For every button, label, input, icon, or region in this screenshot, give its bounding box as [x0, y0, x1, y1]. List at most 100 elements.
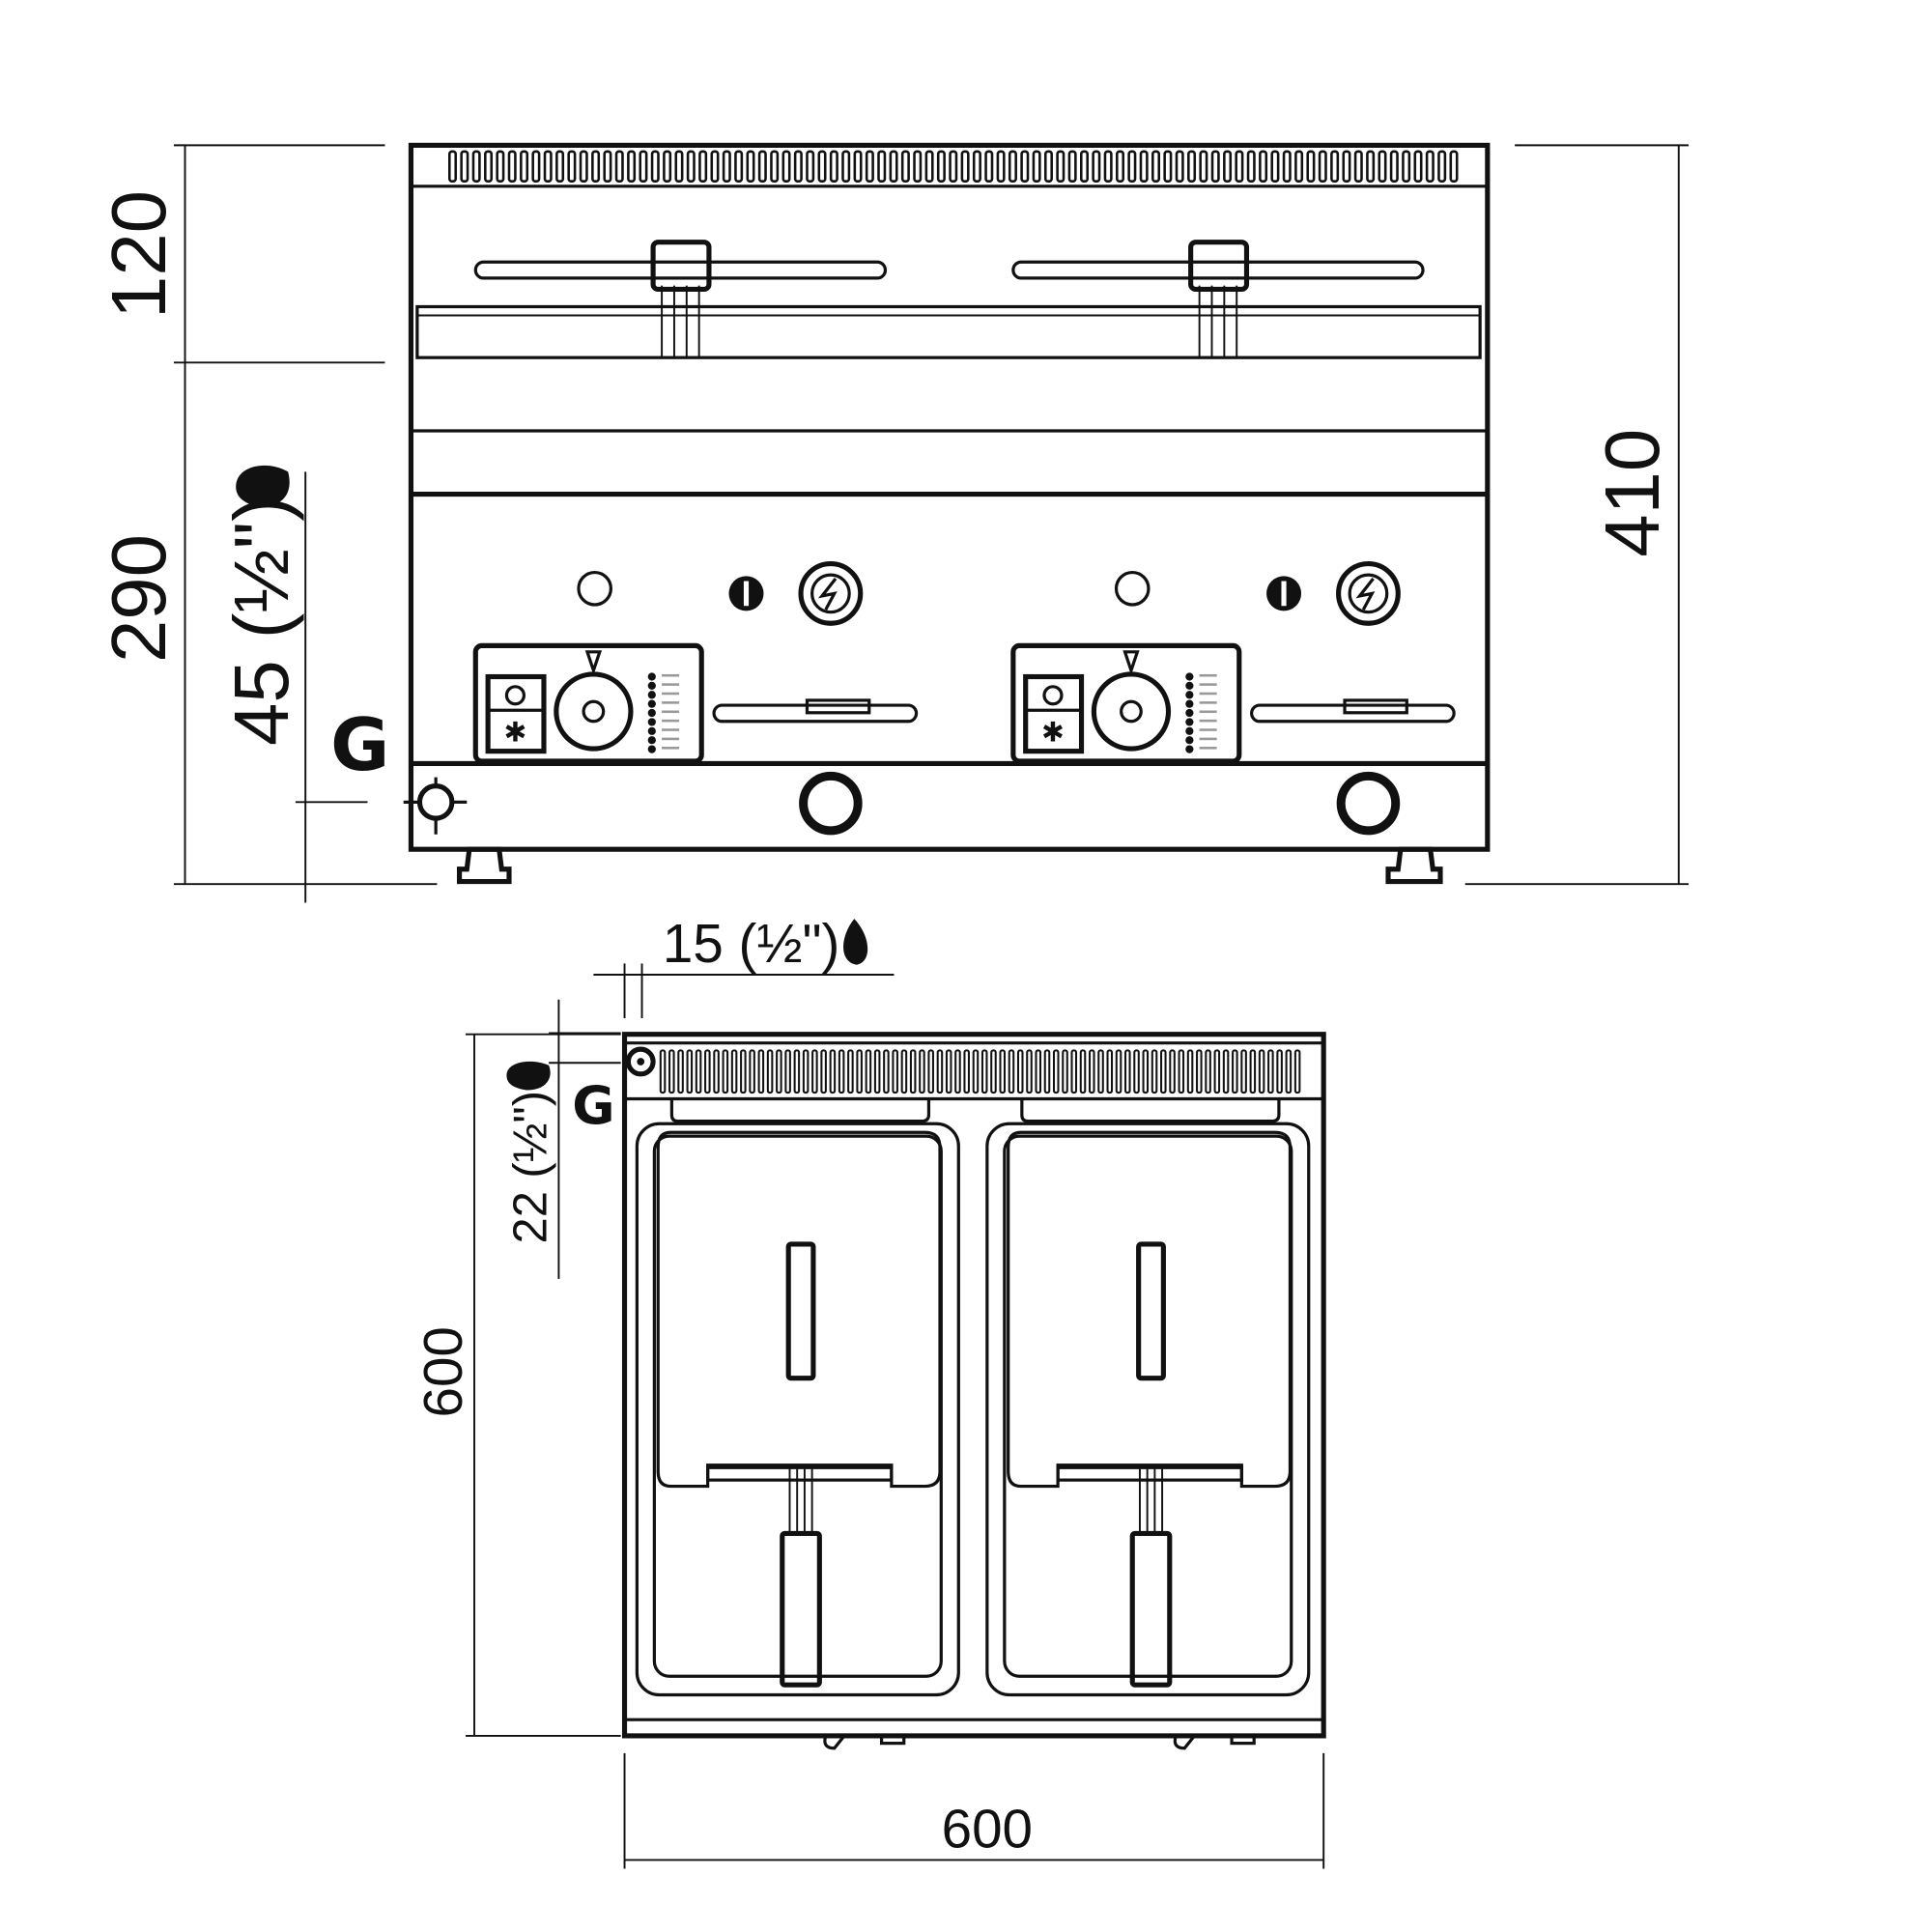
fryer-unit-top-2: [985, 1098, 1311, 1750]
grille-slot: [883, 1049, 890, 1094]
fryer-well: [985, 1122, 1311, 1697]
grille-slot: [722, 150, 731, 183]
fry-basket: [656, 1130, 942, 1489]
grille-slot: [1353, 150, 1363, 183]
drain-lever-grip: [805, 698, 871, 715]
grille-slot: [543, 150, 553, 183]
scale-dot: [1185, 718, 1194, 726]
grille-slot: [1222, 1049, 1230, 1094]
basket-rest-bar: [1011, 260, 1425, 280]
foot-left: [457, 846, 512, 885]
grille-slot: [1133, 1049, 1140, 1094]
grille-slot: [1330, 150, 1340, 183]
grille-slot: [757, 150, 767, 183]
grille-slot: [507, 150, 517, 183]
grille-slot: [909, 1049, 917, 1094]
grille-slot: [1151, 150, 1161, 183]
basket-hook: [1020, 1098, 1281, 1123]
scale-mark: [1199, 683, 1217, 686]
grille-slot: [1389, 150, 1399, 183]
grille-slot: [710, 150, 720, 183]
grille-slot: [1285, 1049, 1293, 1094]
grille-slot: [686, 1049, 694, 1094]
grille-slot: [520, 150, 529, 183]
grille-slot: [1043, 1049, 1051, 1094]
grille-slot: [734, 150, 744, 183]
grille-slot: [990, 1049, 997, 1094]
scale-mark: [1199, 737, 1217, 741]
grille-slot: [1169, 1049, 1176, 1094]
dim-15: 15 (½"): [663, 913, 840, 974]
grille-slot: [927, 1049, 934, 1094]
scale-dot: [1185, 672, 1194, 681]
grille-slot: [722, 1049, 729, 1094]
grille-slot: [496, 150, 505, 183]
dim-290: 290: [96, 534, 182, 663]
grille-slot: [1186, 1049, 1194, 1094]
grille-slot: [1213, 1049, 1221, 1094]
dim-410: 410: [1589, 429, 1675, 557]
scale-mark: [662, 710, 680, 714]
fryer-unit-front-2: ✱: [1010, 240, 1456, 836]
grille-slot: [1187, 150, 1197, 183]
scale-dot: [647, 726, 656, 735]
grille-slot: [686, 150, 696, 183]
gas-label: G: [330, 703, 389, 787]
grille-slot: [1267, 1049, 1274, 1094]
grille-slot: [972, 1049, 980, 1094]
grille-slot: [865, 1049, 872, 1094]
grille-slot: [1449, 150, 1459, 183]
ignition-button: [798, 560, 864, 626]
grille-slot: [1035, 1049, 1042, 1094]
grille-slot: [1342, 150, 1351, 183]
grille-slot: [1092, 150, 1101, 183]
basket-bar: [1056, 1463, 1243, 1482]
grille-slot: [639, 150, 648, 183]
grille-slot: [448, 150, 458, 183]
grille-slot: [1258, 1049, 1265, 1094]
scale-dot: [1185, 691, 1194, 699]
grille-slot: [1232, 1049, 1238, 1094]
grille-slot: [766, 1049, 774, 1094]
grille-slot: [746, 150, 755, 183]
grille-slot: [913, 150, 923, 183]
grille-slot: [591, 150, 601, 183]
scale-mark: [1199, 719, 1217, 723]
grille-slot: [1079, 150, 1089, 183]
grille-slot: [806, 150, 815, 183]
scale-dot: [647, 699, 656, 708]
grille-slot: [960, 150, 970, 183]
grille-slot: [856, 1049, 863, 1094]
grille-slot: [793, 1049, 801, 1094]
flame-icon: [506, 1061, 551, 1091]
scale-mark: [662, 683, 680, 686]
switch-panel: [485, 673, 547, 754]
scale-mark: [662, 747, 680, 750]
grille-slot: [1026, 1049, 1033, 1094]
thermostat-dial: [554, 671, 634, 752]
grille-slot: [1235, 150, 1244, 183]
grille-slot: [924, 150, 934, 183]
grille-slot: [949, 150, 958, 183]
basket-slot: [785, 1241, 816, 1381]
grille-slot: [1163, 150, 1173, 183]
drain-lever: [712, 703, 919, 724]
grille-slot: [996, 150, 1006, 183]
front-view: ✱✱ 120 290 410 45 (½") G: [96, 142, 1690, 903]
scale-dot: [647, 681, 656, 691]
lightning-icon: [817, 577, 838, 611]
grille-slot: [1276, 1049, 1283, 1094]
grille-slot: [972, 150, 981, 183]
grille-slot: [677, 1049, 684, 1094]
scale-mark: [662, 737, 680, 741]
grille-slot: [1062, 1049, 1068, 1094]
ignition-button: [1336, 560, 1401, 626]
grille-slot: [603, 150, 612, 183]
top-view: 15 (½") 22 (½") G 600 600: [412, 913, 1326, 1869]
knob: [879, 1734, 906, 1746]
grille-slot: [668, 1049, 675, 1094]
scale-mark: [1199, 728, 1217, 731]
scale-mark: [662, 692, 680, 696]
grille-slot: [1056, 150, 1065, 183]
grille-slot: [1318, 150, 1327, 183]
